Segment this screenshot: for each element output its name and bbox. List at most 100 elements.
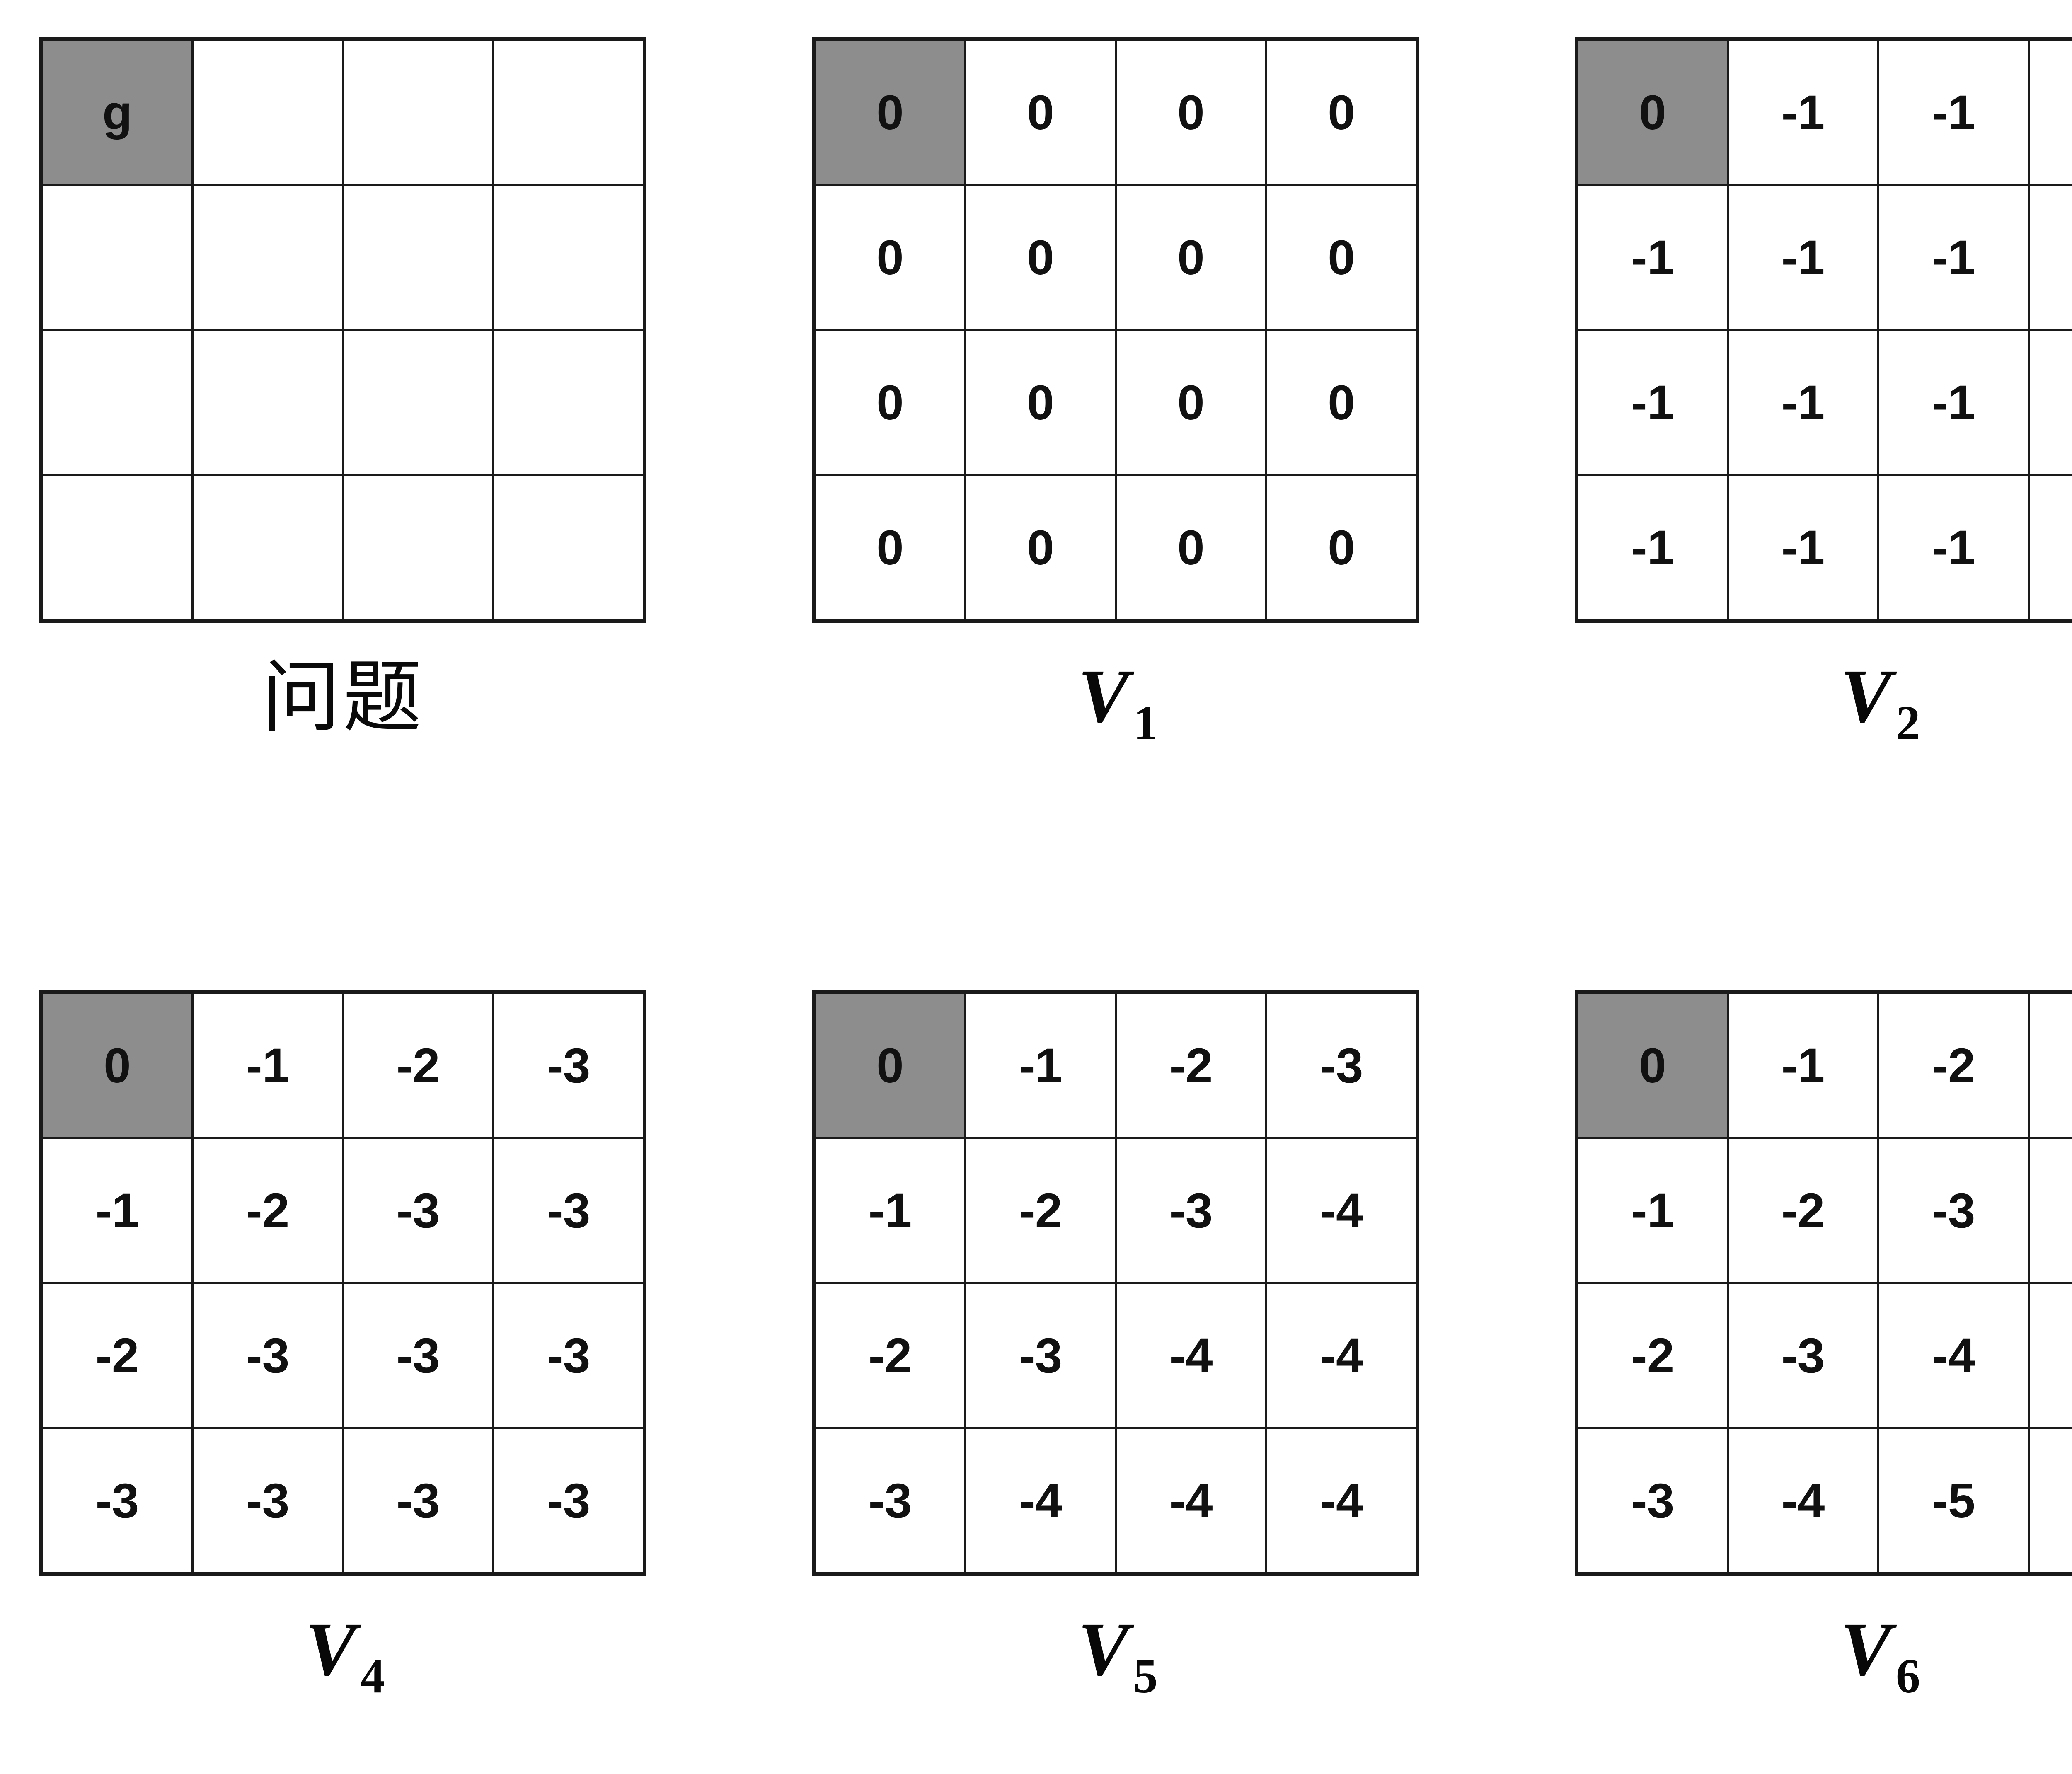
cell-v2-r0-c1: -1 bbox=[1726, 38, 1879, 186]
cell-v6-r1-c1: -2 bbox=[1726, 1137, 1879, 1284]
cell-v6-r1-c3: -4 bbox=[2028, 1137, 2072, 1284]
table-row bbox=[40, 184, 646, 331]
table-row: 0-1-1-1 bbox=[1576, 38, 2072, 186]
cell-v6-r2-c3: -5 bbox=[2028, 1282, 2072, 1429]
cell-v1-r3-c0: 0 bbox=[813, 474, 966, 622]
cell-v6-r3-c2: -5 bbox=[1877, 1427, 2030, 1575]
cell-v2-r3-c1: -1 bbox=[1726, 474, 1879, 622]
table-row: -2-3-3-3 bbox=[40, 1282, 646, 1429]
cell-v2-r1-c1: -1 bbox=[1726, 184, 1879, 331]
cell-v1-r0-c2: 0 bbox=[1114, 38, 1268, 186]
cell-v2-r2-c0: -1 bbox=[1576, 329, 1729, 476]
cell-problem-r1-c1 bbox=[191, 184, 344, 331]
panel-label-symbol: V6 bbox=[1840, 1607, 1920, 1701]
cell-v1-r0-c3: 0 bbox=[1265, 38, 1418, 186]
grid-panel-v2: 0-1-1-1-1-1-1-1-1-1-1-1-1-1-1-1V2 bbox=[1575, 37, 2072, 748]
cell-v4-r2-c2: -3 bbox=[341, 1282, 495, 1429]
cell-v4-r1-c2: -3 bbox=[341, 1137, 495, 1284]
cell-v1-r2-c1: 0 bbox=[964, 329, 1117, 476]
cell-v6-r3-c1: -4 bbox=[1726, 1427, 1879, 1575]
panel-label-v5: V5 bbox=[812, 1611, 1419, 1701]
panel-label-subscript: 4 bbox=[360, 1649, 385, 1703]
cell-v5-r3-c2: -4 bbox=[1114, 1427, 1268, 1575]
cell-v1-r2-c3: 0 bbox=[1265, 329, 1418, 476]
cell-v1-r1-c2: 0 bbox=[1114, 184, 1268, 331]
cell-v2-r2-c2: -1 bbox=[1877, 329, 2030, 476]
table-row: -1-1-1-1 bbox=[1576, 184, 2072, 331]
panel-label-subscript: 6 bbox=[1895, 1649, 1920, 1703]
table-row: 0-1-2-3 bbox=[813, 991, 1418, 1139]
value-grid-v6: 0-1-2-3-1-2-3-4-2-3-4-5-3-4-5-5 bbox=[1575, 990, 2072, 1576]
goal-cell-v5: 0 bbox=[813, 991, 966, 1139]
cell-v4-r3-c1: -3 bbox=[191, 1427, 344, 1575]
panel-label-v1: V1 bbox=[812, 658, 1419, 748]
cell-v6-r3-c3: -5 bbox=[2028, 1427, 2072, 1575]
cell-v4-r0-c3: -3 bbox=[492, 991, 646, 1139]
cell-v1-r3-c1: 0 bbox=[964, 474, 1117, 622]
cell-v6-r3-c0: -3 bbox=[1576, 1427, 1729, 1575]
cell-v5-r2-c3: -4 bbox=[1265, 1282, 1418, 1429]
cell-v5-r0-c2: -2 bbox=[1114, 991, 1268, 1139]
table-row: -3-3-3-3 bbox=[40, 1427, 646, 1575]
cell-v6-r1-c0: -1 bbox=[1576, 1137, 1729, 1284]
cell-v5-r1-c2: -3 bbox=[1114, 1137, 1268, 1284]
table-row: g bbox=[40, 38, 646, 186]
value-grid-v4: 0-1-2-3-1-2-3-3-2-3-3-3-3-3-3-3 bbox=[39, 990, 646, 1576]
cell-v1-r1-c0: 0 bbox=[813, 184, 966, 331]
cell-v4-r2-c3: -3 bbox=[492, 1282, 646, 1429]
table-row: -1-1-1-1 bbox=[1576, 329, 2072, 476]
cell-v6-r2-c2: -4 bbox=[1877, 1282, 2030, 1429]
cell-v4-r2-c0: -2 bbox=[40, 1282, 194, 1429]
cell-v5-r1-c3: -4 bbox=[1265, 1137, 1418, 1284]
cell-v2-r2-c3: -1 bbox=[2028, 329, 2072, 476]
goal-cell-v4: 0 bbox=[40, 991, 194, 1139]
cell-v1-r1-c3: 0 bbox=[1265, 184, 1418, 331]
cell-v2-r1-c2: -1 bbox=[1877, 184, 2030, 331]
panel-label-v2: V2 bbox=[1575, 658, 2072, 748]
panel-label-symbol: V4 bbox=[305, 1607, 385, 1701]
panel-label-text: 问题 bbox=[261, 651, 424, 743]
cell-problem-r3-c3 bbox=[492, 474, 646, 622]
cell-v6-r1-c2: -3 bbox=[1877, 1137, 2030, 1284]
cell-v6-r2-c1: -3 bbox=[1726, 1282, 1879, 1429]
cell-problem-r2-c0 bbox=[40, 329, 194, 476]
cell-v6-r2-c0: -2 bbox=[1576, 1282, 1729, 1429]
cell-v2-r1-c0: -1 bbox=[1576, 184, 1729, 331]
cell-v2-r3-c3: -1 bbox=[2028, 474, 2072, 622]
cell-v4-r1-c0: -1 bbox=[40, 1137, 194, 1284]
panel-label-base: V bbox=[1840, 1607, 1892, 1692]
value-grid-v5: 0-1-2-3-1-2-3-4-2-3-4-4-3-4-4-4 bbox=[812, 990, 1419, 1576]
cell-v4-r2-c1: -3 bbox=[191, 1282, 344, 1429]
table-row: -1-2-3-4 bbox=[1576, 1137, 2072, 1284]
table-row: -2-3-4-5 bbox=[1576, 1282, 2072, 1429]
panel-label-v6: V6 bbox=[1575, 1611, 2072, 1701]
cell-problem-r3-c1 bbox=[191, 474, 344, 622]
cell-v1-r2-c2: 0 bbox=[1114, 329, 1268, 476]
panel-label-symbol: V5 bbox=[1078, 1607, 1157, 1701]
cell-v5-r2-c2: -4 bbox=[1114, 1282, 1268, 1429]
cell-v2-r0-c3: -1 bbox=[2028, 38, 2072, 186]
cell-v6-r0-c3: -3 bbox=[2028, 991, 2072, 1139]
cell-v1-r3-c3: 0 bbox=[1265, 474, 1418, 622]
cell-v2-r3-c0: -1 bbox=[1576, 474, 1729, 622]
table-row bbox=[40, 329, 646, 476]
cell-v5-r3-c3: -4 bbox=[1265, 1427, 1418, 1575]
cell-problem-r3-c0 bbox=[40, 474, 194, 622]
goal-cell-v6: 0 bbox=[1576, 991, 1729, 1139]
cell-v5-r1-c1: -2 bbox=[964, 1137, 1117, 1284]
cell-v5-r0-c1: -1 bbox=[964, 991, 1117, 1139]
value-grid-problem: g bbox=[39, 37, 646, 623]
cell-v4-r0-c1: -1 bbox=[191, 991, 344, 1139]
panel-label-base: V bbox=[305, 1607, 356, 1692]
cell-v2-r1-c3: -1 bbox=[2028, 184, 2072, 331]
panel-label-base: V bbox=[1078, 1607, 1129, 1692]
panel-label-base: V bbox=[1840, 654, 1892, 739]
cell-v5-r0-c3: -3 bbox=[1265, 991, 1418, 1139]
table-row: 0-1-2-3 bbox=[1576, 991, 2072, 1139]
